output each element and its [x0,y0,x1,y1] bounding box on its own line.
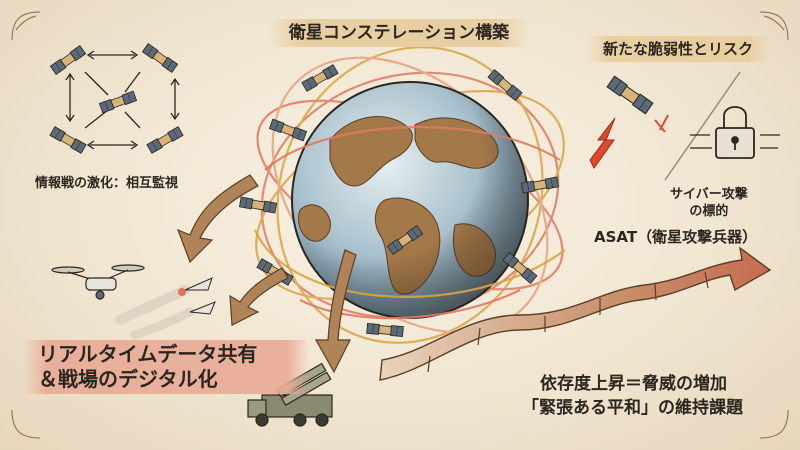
intel-warfare-label: 情報戦の激化：相互監視 [35,176,179,191]
realtime-line-2: ＆戦場のデジタル化 [38,367,218,391]
drone-icon [51,264,145,300]
flow-arrows [176,174,357,374]
satellite-icon [487,69,523,101]
satellite-icon [606,75,654,115]
satellite-icon [49,45,87,75]
constellation-title: 衛星コンステレーション構築 [268,19,530,47]
satellite-icon [49,126,87,154]
satellite-icon [301,64,339,92]
globe-icon [291,81,529,319]
satellite-network [49,43,184,154]
realtime-banner: リアルタイムデータ共有 ＆戦場のデジタル化 [24,340,310,394]
cyber-line-1: サイバー攻撃 [670,187,748,202]
cyber-attack-label: サイバー攻撃 の標的 [670,186,748,220]
lightning-icon [589,117,616,169]
asat-label: ASAT（衛星攻撃兵器） [594,228,758,246]
dependency-text: 依存度上昇＝脅威の増加 「緊張ある平和」の維持課題 [522,372,743,420]
dependency-line-1: 依存度上昇＝脅威の増加 [540,374,727,394]
cyber-line-2: の標的 [689,204,729,219]
realtime-line-1: リアルタイムデータ共有 [38,342,258,366]
padlock-icon [690,106,780,159]
missile-icon [115,277,216,340]
corner-ornaments [11,11,789,439]
risk-title: 新たな脆弱性とリスク [586,36,770,62]
satellite-icon [146,126,184,154]
risk-section [589,71,780,181]
satellite-icon [98,90,138,114]
dependency-line-2: 「緊張ある平和」の維持課題 [522,398,743,418]
upward-wave-arrow-icon [379,246,772,381]
satellite-icon [366,323,404,337]
satellite-icon [141,43,179,73]
